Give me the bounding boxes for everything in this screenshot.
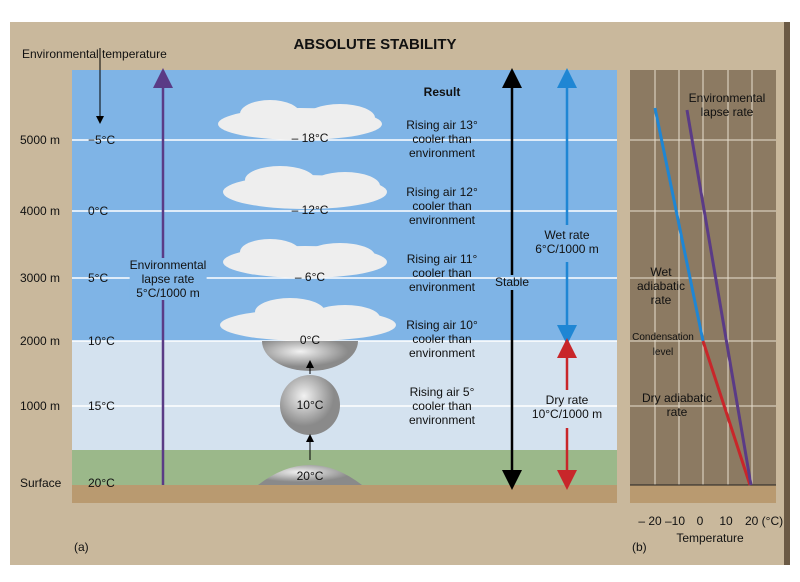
- stable-label: Stable: [494, 275, 530, 289]
- env-temp: 5°C: [88, 271, 109, 285]
- alt-label: 1000 m: [20, 399, 61, 413]
- parcel-2000m: [262, 341, 358, 371]
- panel-a-label: (a): [74, 540, 89, 554]
- parcel-temp: – 6°C: [294, 270, 326, 284]
- alt-label: Surface: [20, 476, 62, 490]
- env-temp-label: Environmental temperature: [22, 47, 167, 61]
- env-temp: 15°C: [88, 399, 115, 413]
- parcel-temp: – 12°C: [291, 203, 329, 217]
- diagram-title: ABSOLUTE STABILITY: [293, 36, 457, 53]
- x-tick: 20 (°C): [745, 514, 784, 528]
- alt-label: 3000 m: [20, 271, 61, 285]
- env-temp: −5°C: [88, 133, 116, 147]
- ground: [72, 485, 617, 503]
- alt-label: 2000 m: [20, 334, 61, 348]
- env-temp: 10°C: [88, 334, 115, 348]
- parcel-temp: 20°C: [296, 469, 324, 483]
- parcel-temp: 0°C: [299, 333, 321, 347]
- alt-label: 5000 m: [20, 133, 61, 147]
- env-temp: 20°C: [88, 476, 115, 490]
- x-axis-label: Temperature: [676, 531, 744, 545]
- surface-parcel: [258, 465, 362, 485]
- wet-adiabatic-line: [653, 107, 705, 342]
- parcel-1000m: [280, 375, 340, 435]
- chart-b-grid: [630, 70, 776, 485]
- alt-label: 4000 m: [20, 204, 61, 218]
- x-tick: – 20: [638, 514, 662, 528]
- parcel-temp: – 18°C: [291, 131, 329, 145]
- dry-adiabatic-line: [701, 340, 752, 486]
- env-lapse-line: [685, 109, 753, 486]
- x-tick: 0: [696, 514, 704, 528]
- clouds: [218, 100, 396, 341]
- parcel-temp: 10°C: [296, 398, 324, 412]
- x-tick: 10: [719, 514, 733, 528]
- env-temp: 0°C: [88, 204, 109, 218]
- panel-b-label: (b): [632, 540, 647, 554]
- x-tick: –10: [664, 514, 686, 528]
- result-header: Result: [423, 85, 461, 99]
